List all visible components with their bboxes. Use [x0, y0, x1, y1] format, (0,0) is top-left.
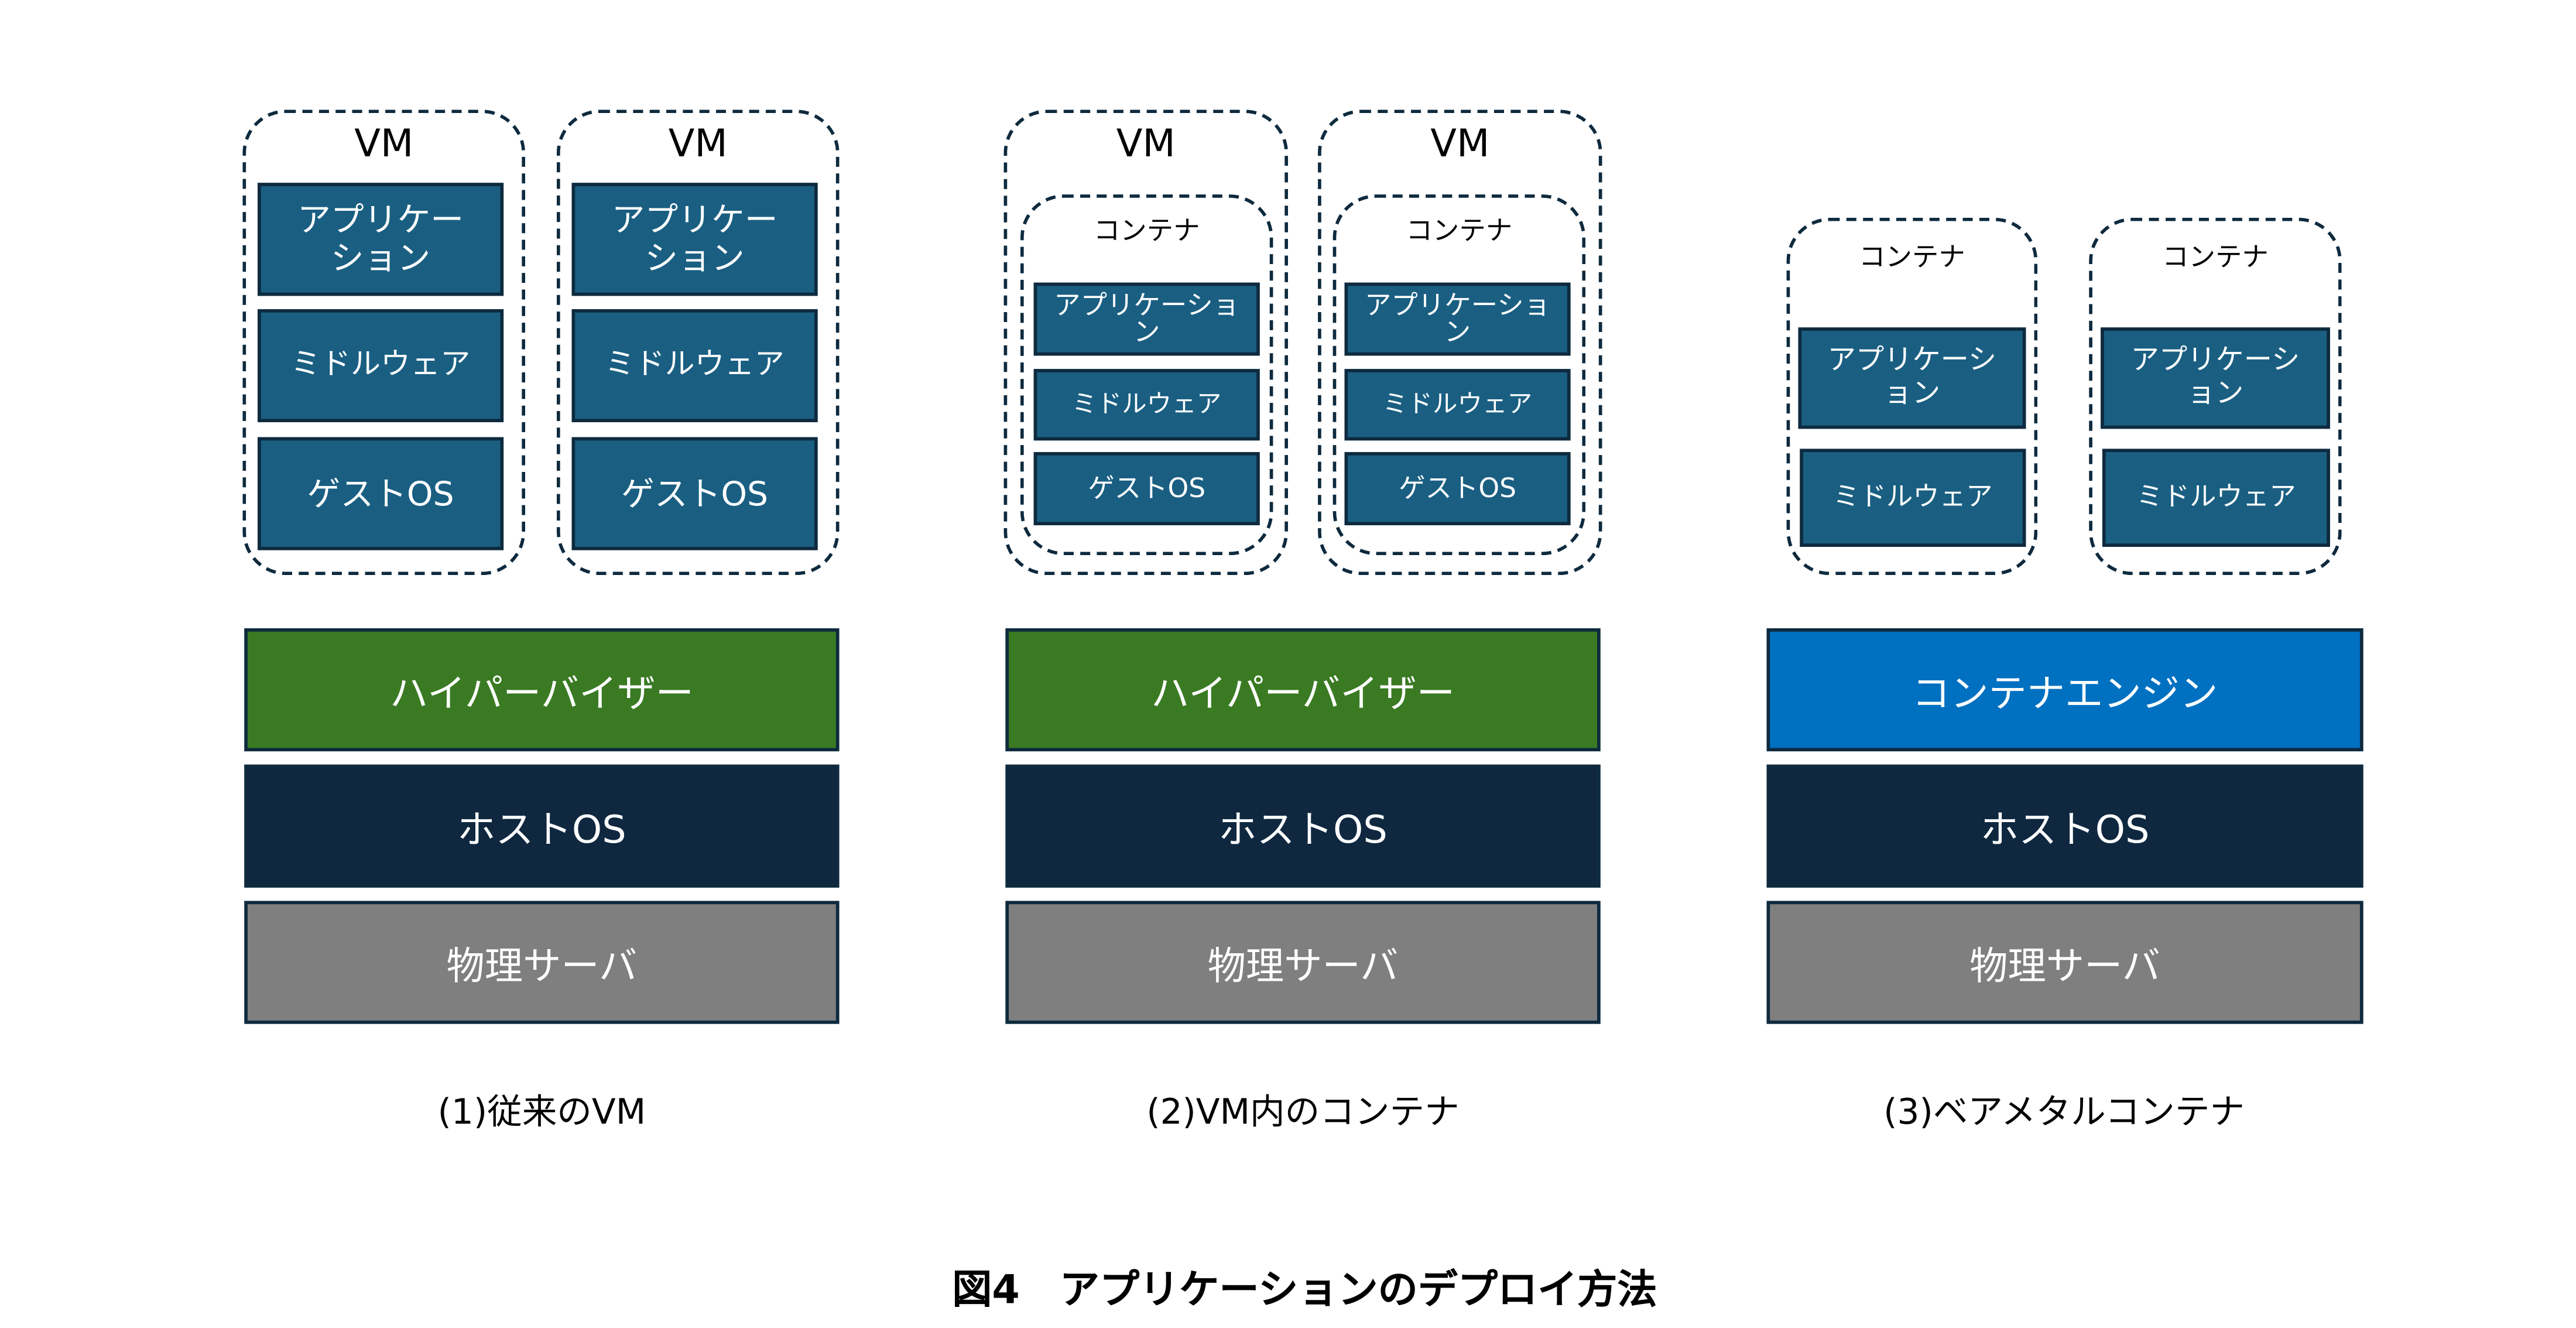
vm-box: VM	[1003, 109, 1288, 576]
host-os-layer: ホストOS	[244, 764, 840, 888]
guest-os-layer: ゲストOS	[571, 437, 818, 550]
host-os-layer: ホストOS	[1005, 764, 1601, 888]
middleware-layer: ミドルウェア	[1344, 369, 1571, 441]
physical-server-layer: 物理サーバ	[244, 901, 840, 1024]
guest-os-layer: ゲストOS	[1033, 452, 1260, 526]
vm-label: VM	[1430, 123, 1490, 166]
vm-box: VM	[556, 109, 840, 576]
caption-traditional-vm: (1)従来のVM	[437, 1092, 646, 1132]
container-label: コンテナ	[2162, 241, 2269, 273]
container-engine-layer: コンテナエンジン	[1766, 628, 2363, 752]
vm-label: VM	[354, 123, 414, 166]
middleware-layer: ミドルウェア	[571, 309, 818, 423]
hypervisor-layer: ハイパーバイザー	[1005, 628, 1601, 752]
caption-container-in-vm: (2)VM内のコンテナ	[1146, 1092, 1460, 1132]
middleware-layer: ミドルウェア	[2102, 449, 2330, 547]
middleware-layer: ミドルウェア	[257, 309, 504, 423]
application-layer: アプリケーション	[1344, 282, 1571, 356]
middleware-layer: ミドルウェア	[1033, 369, 1260, 441]
container-box: コンテナ	[2089, 217, 2342, 576]
vm-label: VM	[1116, 123, 1176, 166]
middleware-layer: ミドルウェア	[1800, 449, 2026, 547]
application-layer: アプリケーション	[1033, 282, 1260, 356]
vm-label: VM	[668, 123, 728, 166]
host-os-layer: ホストOS	[1766, 764, 2363, 888]
vm-box: VM	[242, 109, 526, 576]
container-box: コンテナ	[1020, 194, 1273, 556]
figure-title: 図4 アプリケーションのデプロイ方法	[952, 1267, 1657, 1313]
application-layer: アプリケーション	[1798, 327, 2026, 429]
physical-server-layer: 物理サーバ	[1766, 901, 2363, 1024]
application-layer: アプリケーション	[257, 183, 504, 296]
application-layer: アプリケーション	[2101, 327, 2330, 429]
guest-os-layer: ゲストOS	[257, 437, 504, 550]
container-box: コンテナ	[1332, 194, 1586, 556]
container-label: コンテナ	[1093, 214, 1200, 247]
guest-os-layer: ゲストOS	[1344, 452, 1571, 526]
container-label: コンテナ	[1406, 214, 1513, 247]
container-box: コンテナ	[1786, 217, 2038, 576]
vm-box: VM	[1318, 109, 1602, 576]
hypervisor-layer: ハイパーバイザー	[244, 628, 840, 752]
physical-server-layer: 物理サーバ	[1005, 901, 1601, 1024]
caption-bare-metal-container: (3)ベアメタルコンテナ	[1883, 1092, 2245, 1132]
container-label: コンテナ	[1859, 241, 1965, 273]
application-layer: アプリケーション	[571, 183, 818, 296]
